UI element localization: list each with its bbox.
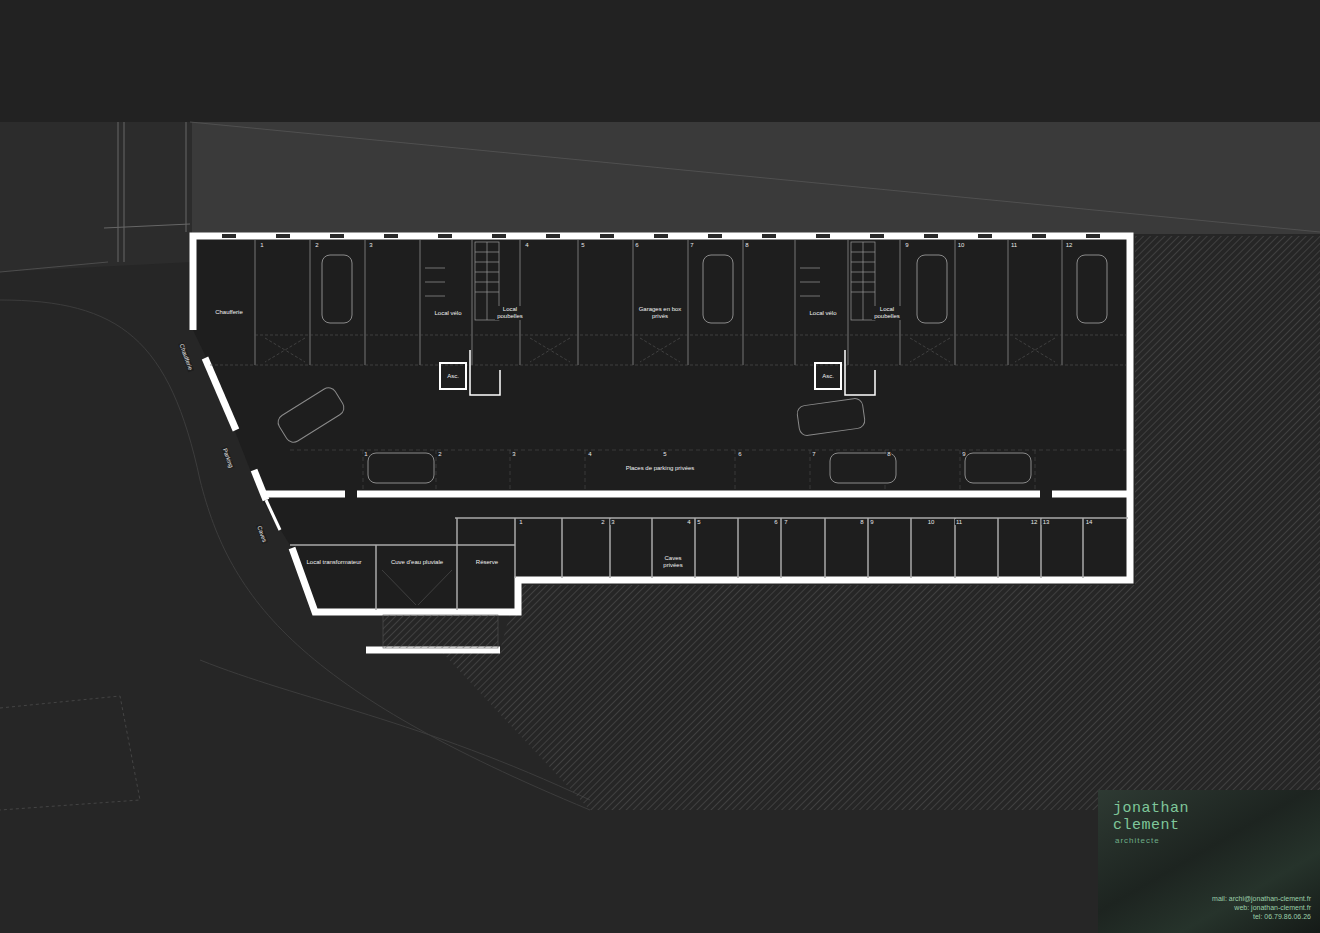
room-name: Garages en box privés <box>635 306 685 320</box>
top-band <box>0 0 1320 122</box>
garage-doors <box>210 335 1126 365</box>
room-label-box: Asc. <box>818 371 838 381</box>
site-ground <box>0 122 1320 234</box>
callout-number: 6 <box>634 242 639 248</box>
room-name: Local vélo <box>433 310 462 317</box>
callout-number: 4 <box>587 451 592 457</box>
callout-number: 5 <box>696 519 701 525</box>
callout-number: 2 <box>437 451 442 457</box>
callout-number: 12 <box>1065 242 1074 248</box>
door-label: Caves <box>256 524 268 544</box>
callout-number: 11 <box>955 519 963 525</box>
room-label-box: Caves privées <box>654 552 692 572</box>
callout-number: 4 <box>686 519 691 525</box>
callout-number: 9 <box>869 519 874 525</box>
room-label-box: Local vélo <box>805 302 841 324</box>
room-label-box: Places de parking privées <box>615 458 705 478</box>
callout-number: 12 <box>1030 519 1039 525</box>
callout-number: 8 <box>744 242 749 248</box>
callout-number: 2 <box>600 519 605 525</box>
callout-number: 8 <box>859 519 864 525</box>
room-name: Chaufferie <box>214 309 244 316</box>
logo-panel: jonathan clement architecte mail: archi@jo… <box>1098 790 1320 933</box>
room-label-box: Chaufferie <box>205 292 253 332</box>
room-label-box: Asc. <box>443 371 463 381</box>
room-name: Local transformateur <box>305 559 362 566</box>
room-name: Caves privées <box>654 555 692 569</box>
logo-text: jonathan clement <box>1112 800 1210 834</box>
room-name: Asc. <box>446 373 460 380</box>
parking-lines <box>290 450 1126 490</box>
bike-racks <box>425 268 820 296</box>
room-label-box: Réserve <box>462 556 512 568</box>
building-floor <box>193 236 1130 612</box>
callout-number: 1 <box>259 242 264 248</box>
room-label-box: Local poubelles <box>872 302 902 324</box>
callout-number: 1 <box>518 519 523 525</box>
callout-number: 3 <box>511 451 516 457</box>
callout-number: 2 <box>314 242 319 248</box>
room-name: Local poubelles <box>495 306 525 320</box>
callout-number: 7 <box>811 451 816 457</box>
site-ground <box>0 122 192 272</box>
door-label: Chaufferie <box>178 342 194 372</box>
callout-number: 6 <box>737 451 742 457</box>
callout-number: 1 <box>363 451 368 457</box>
callout-number: 5 <box>580 242 585 248</box>
callout-number: 11 <box>1010 242 1018 248</box>
walls <box>193 236 1130 650</box>
room-name: Cuve d'eau pluviale <box>390 559 444 566</box>
door-label: Parking <box>221 446 234 469</box>
callout-number: 10 <box>957 242 966 248</box>
callout-number: 7 <box>783 519 788 525</box>
logo-text: web: jonathan-clement.fr <box>1233 904 1312 912</box>
callout-number: 10 <box>927 519 936 525</box>
callout-number: 3 <box>368 242 373 248</box>
room-name: Local vélo <box>808 310 837 317</box>
callout-number: 4 <box>524 242 529 248</box>
room-name: Asc. <box>821 373 835 380</box>
room-name: Local poubelles <box>872 306 902 320</box>
callout-number: 7 <box>689 242 694 248</box>
callout-number: 13 <box>1042 519 1051 525</box>
callout-number: 8 <box>886 451 891 457</box>
cellar-walls <box>290 518 1128 610</box>
room-label-box: Garages en box privés <box>635 302 685 324</box>
room-label-box: Cuve d'eau pluviale <box>380 556 454 568</box>
callout-number: 9 <box>904 242 909 248</box>
callout-number: 9 <box>961 451 966 457</box>
logo-text: mail: archi@jonathan-clement.fr <box>1211 895 1312 903</box>
room-label-box: Local poubelles <box>495 302 525 324</box>
callout-number: 14 <box>1085 519 1094 525</box>
room-name: Places de parking privées <box>625 465 696 472</box>
room-label-box: Local transformateur <box>296 556 372 568</box>
logo-text: tel: 06.79.86.06.26 <box>1252 913 1312 921</box>
callout-number: 5 <box>662 451 667 457</box>
room-label-box: Local vélo <box>430 302 466 324</box>
room-name: Réserve <box>475 559 499 566</box>
cars <box>275 255 1107 483</box>
callout-number: 3 <box>610 519 615 525</box>
garage-dividers <box>255 240 1062 365</box>
callout-number: 6 <box>773 519 778 525</box>
stairs <box>475 242 875 320</box>
logo-text: architecte <box>1114 836 1161 845</box>
window-notches <box>222 234 1100 238</box>
